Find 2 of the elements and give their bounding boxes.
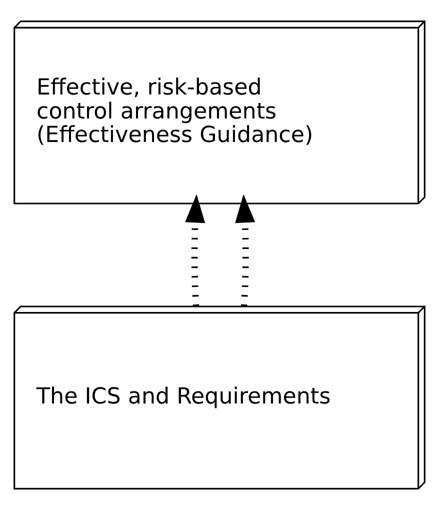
arrow	[235, 194, 256, 306]
arrow	[185, 194, 206, 306]
